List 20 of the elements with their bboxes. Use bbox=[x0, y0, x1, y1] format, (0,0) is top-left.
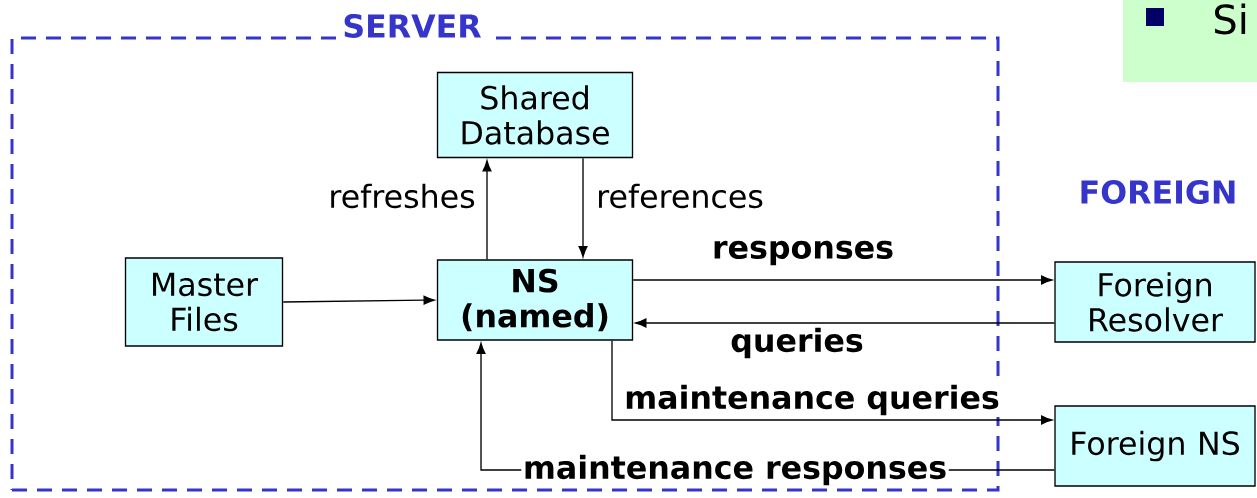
edge-label: maintenance responses bbox=[521, 453, 949, 487]
process-box: Foreign NS bbox=[1054, 405, 1256, 487]
edge-label: maintenance queries bbox=[622, 383, 1002, 417]
arrow bbox=[635, 318, 1055, 328]
edge-label: responses bbox=[710, 239, 896, 267]
edge-label: queries bbox=[728, 326, 866, 360]
arrow bbox=[482, 160, 492, 260]
arrow bbox=[611, 340, 1053, 425]
arrow bbox=[282, 295, 435, 305]
arrow bbox=[632, 275, 1053, 285]
region-label: FOREIGN bbox=[1081, 180, 1235, 204]
bullet-text: Si bbox=[1215, 3, 1246, 35]
edge-label: refreshes bbox=[326, 182, 478, 210]
edge-label: references bbox=[594, 182, 766, 210]
process-box: Master Files bbox=[124, 257, 284, 347]
arrow bbox=[578, 157, 588, 258]
process-box: Shared Database bbox=[436, 71, 634, 159]
process-box: Foreign Resolver bbox=[1054, 261, 1256, 343]
group-title: SERVER bbox=[337, 9, 487, 43]
process-box: NS (named) bbox=[436, 259, 634, 341]
